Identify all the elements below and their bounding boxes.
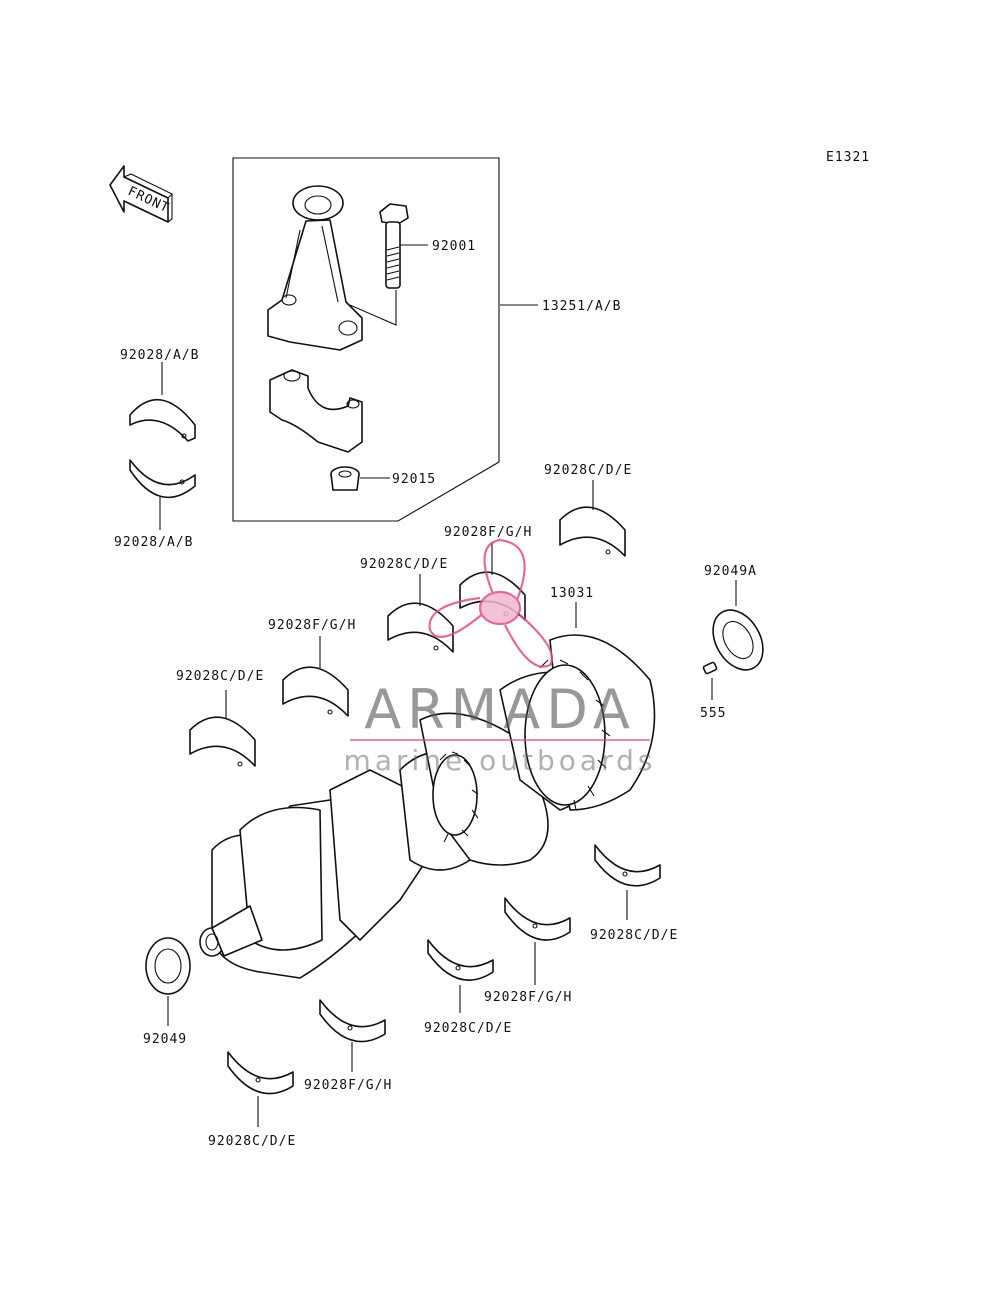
propeller-logo-icon <box>428 538 554 668</box>
callout-92028c-3: 92028C/D/E <box>176 669 264 684</box>
callout-555: 555 <box>700 706 726 721</box>
callout-92028c-4: 92028C/D/E <box>590 928 678 943</box>
connecting-rod-assembly-box <box>232 157 500 522</box>
callout-92028f-3: 92028F/G/H <box>484 990 572 1005</box>
callout-92028c-1: 92028C/D/E <box>544 463 632 478</box>
watermark-tagline: marine outboards <box>344 744 657 777</box>
main-bearing-shell-lower <box>227 844 661 1095</box>
callout-92028c-5: 92028C/D/E <box>424 1021 512 1036</box>
rod-cap <box>269 369 363 453</box>
callout-92028c-2: 92028C/D/E <box>360 557 448 572</box>
callout-92028c-6: 92028C/D/E <box>208 1134 296 1149</box>
callout-92001: 92001 <box>432 239 476 254</box>
connecting-rod <box>267 185 363 351</box>
callout-92028f-4: 92028F/G/H <box>304 1078 392 1093</box>
front-arrow-icon: FRONT <box>109 165 173 223</box>
callout-13251: 13251/A/B <box>542 299 621 314</box>
watermark: ARMADA marine outboards <box>344 538 657 777</box>
callout-92028-rod-lower: 92028/A/B <box>114 535 193 550</box>
oil-seal-left <box>145 937 191 995</box>
rod-nut <box>330 466 360 491</box>
callout-92049a: 92049A <box>704 564 757 579</box>
callout-92049: 92049 <box>143 1032 187 1047</box>
callout-92028f-1: 92028F/G/H <box>444 525 532 540</box>
diagram-code: E1321 <box>826 150 870 165</box>
callout-13031: 13031 <box>550 586 594 601</box>
rod-bearing-shell-lower <box>129 459 196 499</box>
callout-92028-rod-upper: 92028/A/B <box>120 348 199 363</box>
dowel-pin <box>702 661 718 675</box>
callout-92028f-2: 92028F/G/H <box>268 618 356 633</box>
callout-92015: 92015 <box>392 472 436 487</box>
oil-seal-right <box>712 609 764 671</box>
rod-bearing-shell-upper <box>129 399 196 442</box>
watermark-brand: ARMADA <box>364 678 636 741</box>
rod-bolt <box>379 203 409 289</box>
crank-gear <box>432 659 611 843</box>
